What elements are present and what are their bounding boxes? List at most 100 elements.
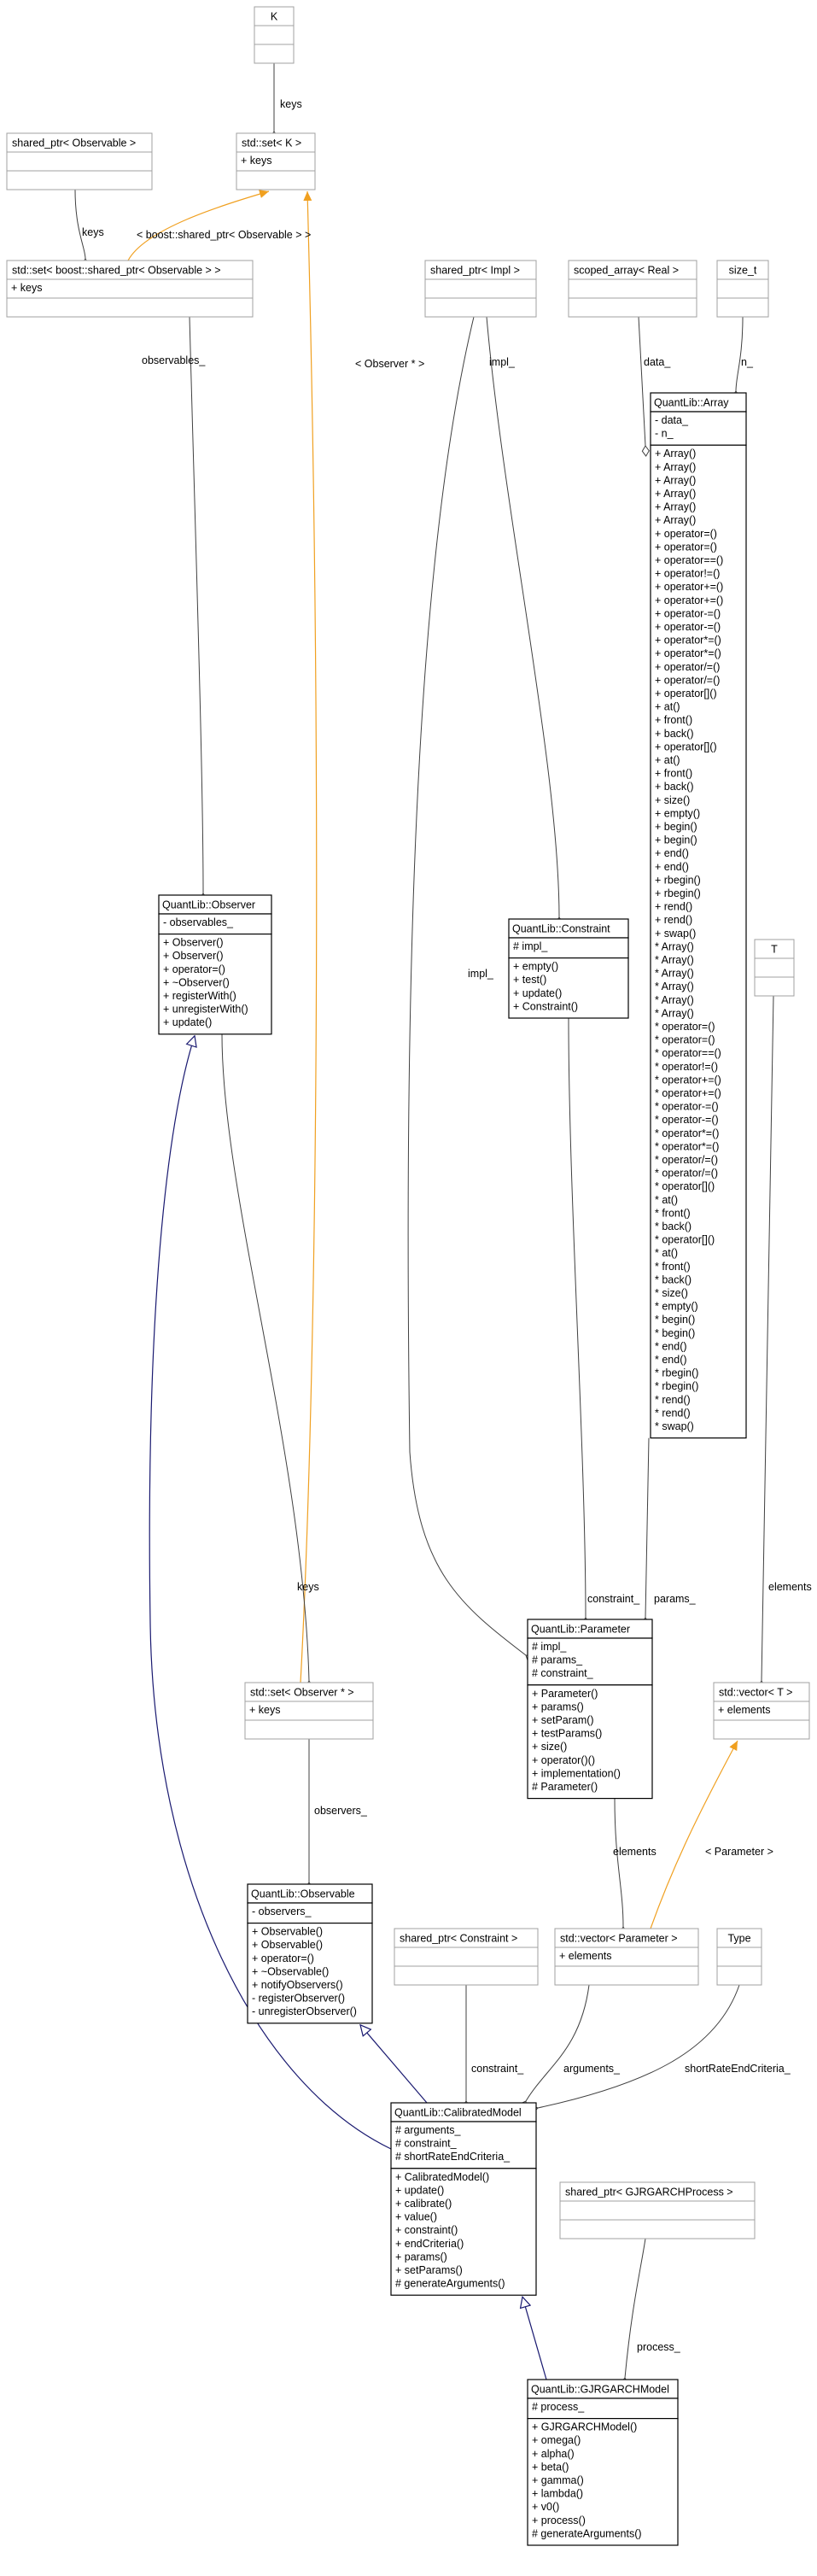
method-item: + GJRGARCHModel() <box>532 2421 637 2433</box>
class-box-constraint[interactable]: QuantLib::Constraint# impl_+ empty()+ te… <box>508 918 629 1019</box>
method-item: + implementation() <box>532 1767 621 1779</box>
class-box-shared-ptr-constraint[interactable]: shared_ptr< Constraint > <box>394 1928 539 1986</box>
edge-label-params: params_ <box>654 1593 697 1605</box>
method-item: * operator!=() <box>655 1061 718 1073</box>
class-box-set-observer-ptr[interactable]: std::set< Observer * >+ keys <box>244 1682 374 1740</box>
method-item: + operator=() <box>252 1952 314 1964</box>
methods-section <box>554 1965 699 1986</box>
class-title: QuantLib::Constraint <box>512 923 610 935</box>
attribute-item: + keys <box>11 282 42 294</box>
attributes-section <box>568 278 697 299</box>
class-box-shared-ptr-observable[interactable]: shared_ptr< Observable > <box>6 132 153 190</box>
method-item: + process() <box>532 2515 586 2526</box>
method-item: + operator*=() <box>655 647 721 659</box>
class-title: std::set< Observer * > <box>250 1687 354 1699</box>
method-item: * end() <box>655 1340 687 1352</box>
class-box-T[interactable]: T <box>754 939 795 997</box>
class-box-scoped-array-real[interactable]: scoped_array< Real > <box>568 260 697 318</box>
method-item: + rbegin() <box>655 887 701 899</box>
attribute-item: - observables_ <box>163 916 234 928</box>
method-item: * operator+=() <box>655 1087 721 1099</box>
methods-section <box>527 1684 653 1800</box>
edge-short-rate-end-criteria <box>527 1984 740 2113</box>
class-box-shared-ptr-gjrgarch-process[interactable]: shared_ptr< GJRGARCHProcess > <box>559 2181 756 2239</box>
class-title: QuantLib::Parameter <box>531 1624 630 1636</box>
class-title: QuantLib::GJRGARCHModel <box>531 2384 669 2396</box>
method-item: * begin() <box>655 1327 695 1339</box>
method-item: + empty() <box>655 807 700 819</box>
method-item: + operator[]() <box>655 741 717 752</box>
method-item: + Observable() <box>252 1926 323 1938</box>
edge-template-observer-ptr <box>300 190 318 1683</box>
method-item: # generateArguments() <box>395 2278 505 2290</box>
class-box-size-t[interactable]: size_t <box>716 260 769 318</box>
method-item: + endCriteria() <box>395 2238 464 2250</box>
method-item: + params() <box>532 1701 584 1712</box>
method-item: * operator[]() <box>655 1234 715 1246</box>
class-title: QuantLib::Observer <box>162 899 255 911</box>
class-box-parameter[interactable]: QuantLib::Parameter# impl_# params_# con… <box>527 1619 653 1800</box>
method-item: + operator==() <box>655 554 723 566</box>
method-item: * Array() <box>655 994 694 1006</box>
method-item: + operator+=() <box>655 594 723 606</box>
method-item: * Array() <box>655 968 694 980</box>
methods-section <box>6 170 153 190</box>
method-item: + back() <box>655 781 694 793</box>
attributes-section <box>559 2200 756 2221</box>
method-item: + size() <box>532 1741 567 1753</box>
edge-impl-constraint <box>486 316 563 928</box>
class-title: K <box>271 11 278 23</box>
class-box-calibrated-model[interactable]: QuantLib::CalibratedModel# arguments_# c… <box>390 2102 537 2296</box>
method-item: * Array() <box>655 981 694 992</box>
attribute-item: # impl_ <box>513 940 548 952</box>
class-box-set-K[interactable]: std::set< K >+ keys <box>236 132 316 190</box>
method-item: + operator[]() <box>655 688 717 700</box>
edge-label-constraint-param: constraint_ <box>587 1593 640 1605</box>
class-box-Type[interactable]: Type <box>716 1928 762 1986</box>
edge-params <box>641 1437 650 1629</box>
methods-section <box>158 933 272 1035</box>
methods-section <box>527 2418 679 2546</box>
method-item: - registerObserver() <box>252 1993 345 2005</box>
method-item: * operator/=() <box>655 1168 718 1180</box>
class-title: size_t <box>729 265 757 277</box>
method-item: * rbegin() <box>655 1380 698 1392</box>
method-item: * front() <box>655 1207 691 1219</box>
method-item: + gamma() <box>532 2474 584 2486</box>
method-item: + CalibratedModel() <box>395 2171 489 2183</box>
class-box-gjrgarch-model[interactable]: QuantLib::GJRGARCHModel# process_+ GJRGA… <box>527 2379 679 2546</box>
method-item: * at() <box>655 1247 678 1259</box>
methods-section <box>390 2168 537 2296</box>
method-item: + back() <box>655 728 694 740</box>
class-box-K[interactable]: K <box>254 6 295 64</box>
method-item: + empty() <box>513 961 558 973</box>
class-box-shared-ptr-impl[interactable]: shared_ptr< Impl > <box>424 260 537 318</box>
class-box-array[interactable]: QuantLib::Array- data_- n_+ Array()+ Arr… <box>650 392 747 1439</box>
class-box-vector-T[interactable]: std::vector< T >+ elements <box>713 1682 810 1740</box>
methods-section <box>713 1719 810 1740</box>
edge-label-impl-constraint: impl_ <box>489 356 516 368</box>
edge-label-short-rate-end-criteria: shortRateEndCriteria_ <box>685 2063 791 2075</box>
class-box-set-shared-ptr-observable[interactable]: std::set< boost::shared_ptr< Observable … <box>6 260 254 318</box>
attribute-item: - n_ <box>655 428 674 440</box>
method-item: + at() <box>655 754 680 766</box>
class-title: shared_ptr< GJRGARCHProcess > <box>565 2187 733 2198</box>
edge-label-keys-K: keys <box>280 98 302 110</box>
edge-observables <box>189 316 207 905</box>
method-item: + operator/=() <box>655 674 720 686</box>
method-item: + Array() <box>655 448 696 460</box>
method-item: + Observer() <box>163 937 224 949</box>
method-item: + rend() <box>655 914 692 926</box>
class-box-observable[interactable]: QuantLib::Observable- observers_+ Observ… <box>247 1883 373 2024</box>
method-item: * Array() <box>655 954 694 966</box>
class-box-vector-parameter[interactable]: std::vector< Parameter >+ elements <box>554 1928 699 1986</box>
class-title: T <box>771 944 778 956</box>
class-box-observer[interactable]: QuantLib::Observer- observables_+ Observ… <box>158 894 272 1035</box>
method-item: * operator==() <box>655 1047 721 1059</box>
method-item: * rend() <box>655 1407 691 1419</box>
edge-keys-observer <box>221 1033 313 1692</box>
methods-section <box>6 297 254 318</box>
edge-elements-param <box>614 1798 627 1938</box>
